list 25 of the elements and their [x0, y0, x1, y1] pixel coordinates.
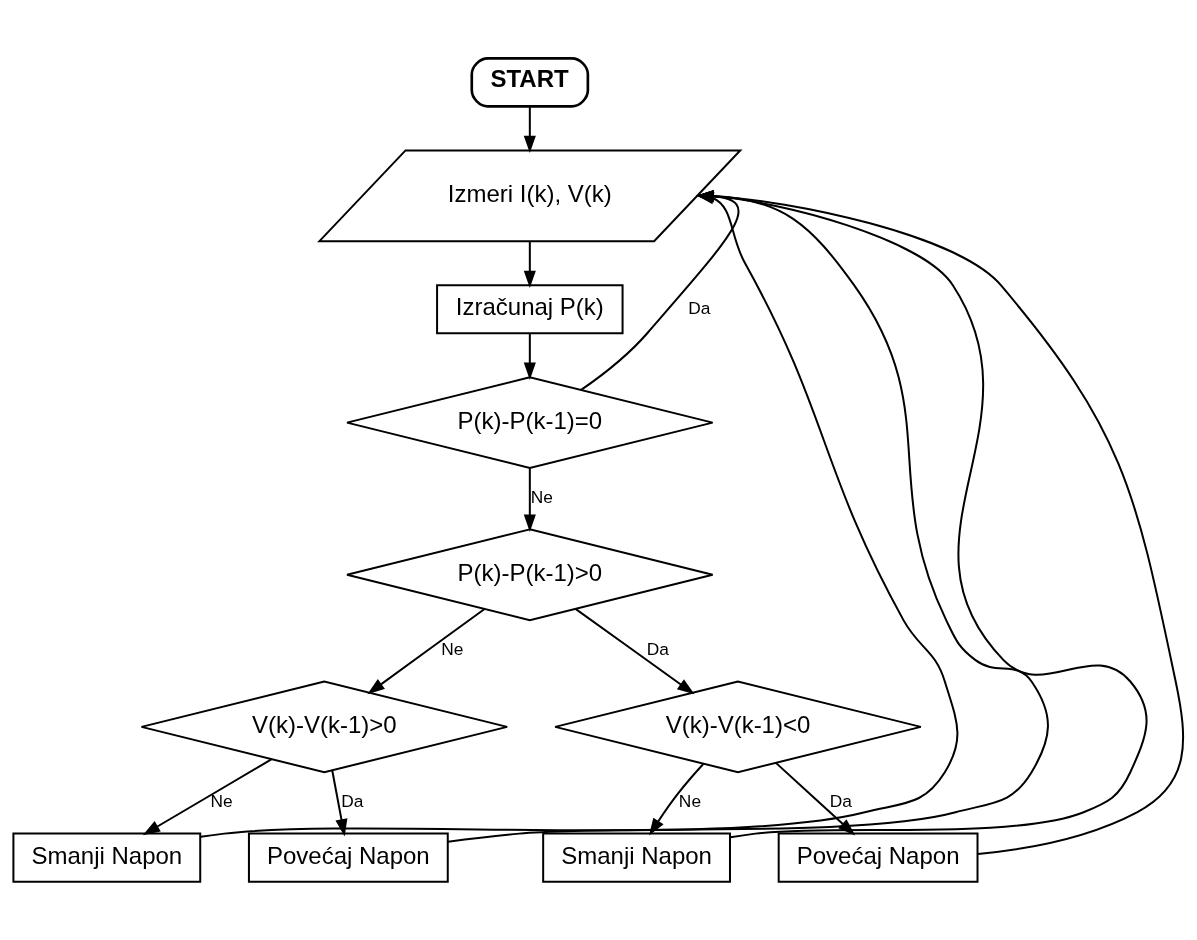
edge-label: Ne	[210, 791, 233, 812]
arrow	[142, 758, 273, 836]
node-box: Izračunaj P(k)	[436, 284, 624, 335]
arrow	[367, 608, 486, 695]
node-box: Smanji Napon	[542, 832, 731, 883]
edge-label: Ne	[678, 791, 702, 812]
edge-label: Da	[829, 791, 852, 812]
node-diamond: P(k)-P(k-1)=0	[346, 376, 714, 470]
arrow	[523, 467, 536, 532]
node-box: Smanji Napon	[12, 832, 202, 883]
node-box: Povećaj Napon	[247, 832, 449, 883]
node-diamond: P(k)-P(k-1)>0	[346, 528, 714, 622]
edge-label: Ne	[530, 487, 553, 508]
arrow	[523, 240, 536, 289]
edge-label: Ne	[441, 639, 464, 660]
node-box: START	[470, 57, 590, 108]
arrow	[331, 769, 348, 837]
arrow	[523, 105, 536, 154]
edge-label: Da	[688, 297, 711, 318]
arrow	[649, 762, 705, 836]
node-box: Povećaj Napon	[777, 832, 979, 883]
arrow	[574, 607, 695, 695]
arrow	[523, 332, 536, 380]
edge-label: Da	[646, 639, 670, 660]
edge-label: Da	[341, 791, 364, 812]
